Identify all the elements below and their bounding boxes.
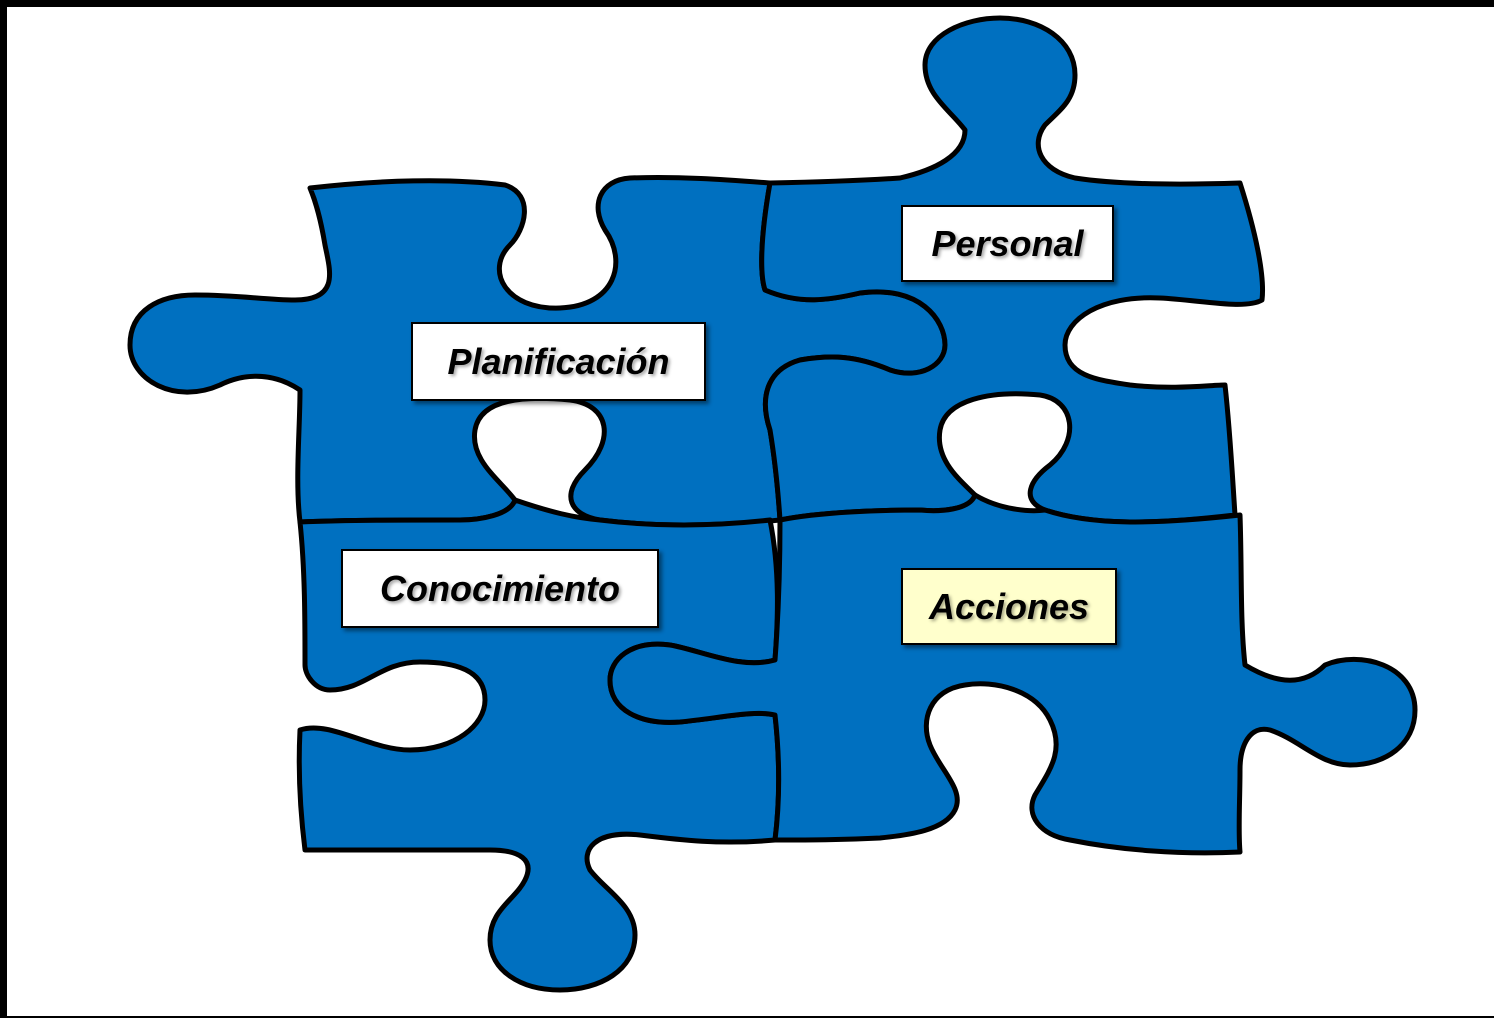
puzzle-piece-acciones bbox=[607, 492, 1418, 856]
label-personal: Personal bbox=[901, 205, 1114, 282]
label-conocimiento: Conocimiento bbox=[341, 549, 659, 628]
label-planificacion: Planificación bbox=[411, 322, 706, 401]
label-acciones: Acciones bbox=[901, 568, 1117, 645]
